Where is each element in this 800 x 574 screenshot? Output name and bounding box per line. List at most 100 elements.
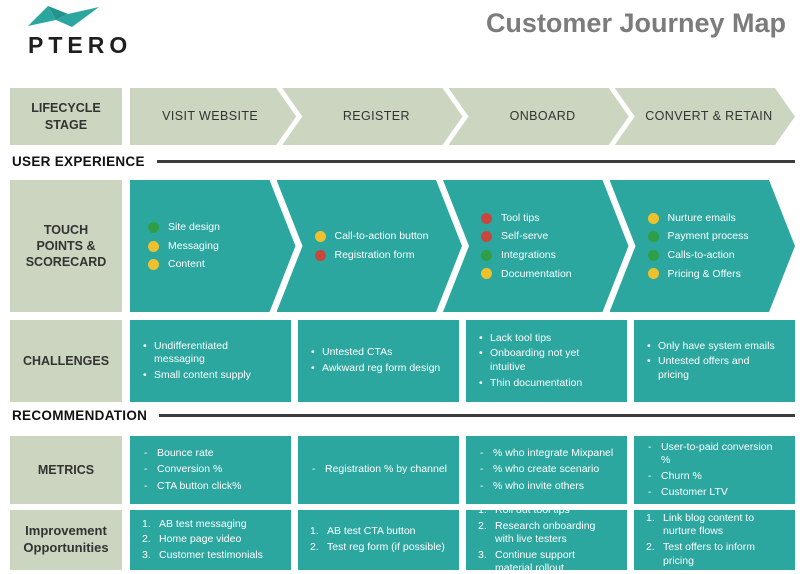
- stage-convert-retain: CONVERT & RETAIN: [615, 88, 795, 145]
- metric-item: CTA button click%: [142, 480, 279, 493]
- challenge-item: Small content supply: [142, 369, 279, 383]
- improvement-item: Roll out tool tips: [478, 504, 615, 518]
- section-user-experience-label: USER EXPERIENCE: [12, 153, 145, 169]
- touchpoint-label: Messaging: [168, 239, 219, 252]
- touchpoints-visit-website: Site design Messaging Content: [130, 180, 296, 312]
- metrics-label: METRICS: [10, 436, 122, 504]
- status-dot: [648, 231, 659, 242]
- status-dot: [148, 241, 159, 252]
- challenge-item: Thin documentation: [478, 377, 615, 391]
- improvement-item: Test reg form (if possible): [310, 541, 447, 555]
- metrics-register: Registration % by channel: [298, 436, 459, 504]
- improvement-item: Research onboarding with live testers: [478, 520, 615, 547]
- touchpoint-label: Payment process: [667, 230, 749, 243]
- challenge-item: Awkward reg form design: [310, 362, 447, 376]
- lifecycle-label: LIFECYCLE STAGE: [10, 88, 122, 145]
- stage-visit-website: VISIT WEBSITE: [130, 88, 296, 145]
- improvement-item: Home page video: [142, 533, 279, 547]
- improvement-text: Research onboarding with live testers: [495, 519, 596, 546]
- stage-register: REGISTER: [282, 88, 462, 145]
- status-dot: [148, 222, 159, 233]
- logo: PTERO: [28, 4, 132, 59]
- improvement-item: Test offers to inform pricing: [646, 541, 783, 568]
- metrics-visit-website: Bounce rate Conversion % CTA button clic…: [130, 436, 291, 504]
- challenges-visit-website: Undifferentiated messaging Small content…: [130, 320, 291, 402]
- improvement-text: Home page video: [159, 533, 242, 546]
- touchpoint-item: Content: [148, 258, 276, 271]
- lifecycle-row: LIFECYCLE STAGE VISIT WEBSITE REGISTER O…: [10, 88, 795, 145]
- lifecycle-stages: VISIT WEBSITE REGISTER ONBOARD CONVERT &…: [130, 88, 795, 145]
- touchpoint-item: Calls-to-action: [648, 249, 776, 262]
- logo-text: PTERO: [28, 32, 133, 58]
- challenges-register: Untested CTAs Awkward reg form design: [298, 320, 459, 402]
- improvement-text: Roll out tool tips: [495, 503, 570, 516]
- improvements-columns: AB test messaging Home page video Custom…: [130, 504, 795, 574]
- improvement-text: Test reg form (if possible): [327, 541, 445, 553]
- metric-item: User-to-paid conversion %: [646, 441, 783, 467]
- touchpoint-item: Pricing & Offers: [648, 268, 776, 281]
- touchpoint-item: Payment process: [648, 230, 776, 243]
- challenges-row: CHALLENGES Undifferentiated messaging Sm…: [10, 320, 795, 402]
- touchpoint-label: Calls-to-action: [667, 249, 735, 261]
- challenges-onboard: Lack tool tips Onboarding not yet intuit…: [466, 320, 627, 402]
- metrics-convert-retain: User-to-paid conversion % Churn % Custom…: [634, 436, 795, 504]
- status-dot: [481, 231, 492, 242]
- challenge-item: Lack tool tips: [478, 332, 615, 346]
- improvements-row: Improvement Opportunities AB test messag…: [10, 504, 795, 574]
- improvement-text: AB test CTA button: [327, 525, 416, 538]
- metric-item: Registration % by channel: [310, 463, 447, 476]
- improvement-text: Link blog content to nurture flows: [663, 511, 755, 538]
- metrics-onboard: % who integrate Mixpanel % who create sc…: [466, 436, 627, 504]
- touchpoints-row: TOUCH POINTS & SCORECARD Site design Mes…: [10, 180, 795, 312]
- metric-item: Conversion %: [142, 463, 279, 476]
- challenges-columns: Undifferentiated messaging Small content…: [130, 320, 795, 402]
- section-divider-line: [156, 159, 795, 163]
- improvement-text: Test offers to inform pricing: [663, 541, 756, 567]
- section-recommendation-label: RECOMMENDATION: [12, 407, 148, 423]
- challenge-item: Untested CTAs: [310, 346, 447, 360]
- status-dot: [148, 259, 159, 270]
- touchpoint-item: Integrations: [481, 249, 609, 262]
- touchpoint-item: Nurture emails: [648, 212, 776, 225]
- challenge-item: Undifferentiated messaging: [142, 340, 279, 367]
- touchpoint-item: Messaging: [148, 240, 276, 253]
- improvement-text: Continue support material rollout: [495, 548, 575, 574]
- improvements-visit-website: AB test messaging Home page video Custom…: [130, 510, 291, 570]
- status-dot: [315, 250, 326, 261]
- touchpoint-item: Self-serve: [481, 230, 609, 243]
- section-divider-line: [159, 413, 795, 417]
- touchpoint-item: Call-to-action button: [315, 230, 443, 243]
- ptero-bird-icon: [28, 6, 99, 27]
- metrics-row: METRICS Bounce rate Conversion % CTA but…: [10, 436, 795, 504]
- touchpoints-label: TOUCH POINTS & SCORECARD: [10, 180, 122, 312]
- challenges-label: CHALLENGES: [10, 320, 122, 402]
- touchpoint-label: Call-to-action button: [334, 230, 429, 243]
- improvements-onboard: Roll out tool tips Research onboarding w…: [466, 504, 627, 574]
- touchpoint-label: Documentation: [501, 267, 572, 280]
- metric-item: % who invite others: [478, 480, 615, 493]
- improvement-item: Continue support material rollout: [478, 549, 615, 574]
- touchpoint-label: Tool tips: [501, 211, 540, 224]
- improvements-register: AB test CTA button Test reg form (if pos…: [298, 510, 459, 570]
- metric-item: Customer LTV: [646, 486, 783, 499]
- status-dot: [648, 250, 659, 261]
- improvement-text: Customer testimonials: [159, 548, 263, 561]
- touchpoints-onboard: Tool tips Self-serve Integrations Docume…: [443, 180, 629, 312]
- section-user-experience: USER EXPERIENCE: [12, 152, 795, 170]
- status-dot: [648, 268, 659, 279]
- status-dot: [315, 231, 326, 242]
- touchpoint-label: Pricing & Offers: [667, 267, 741, 280]
- stage-onboard: ONBOARD: [449, 88, 629, 145]
- improvement-item: AB test CTA button: [310, 525, 447, 539]
- metric-item: Churn %: [646, 470, 783, 483]
- touchpoint-item: Tool tips: [481, 212, 609, 225]
- improvement-item: Link blog content to nurture flows: [646, 512, 783, 539]
- page-title: Customer Journey Map: [485, 8, 786, 38]
- status-dot: [481, 213, 492, 224]
- challenge-item: Untested offers and pricing: [646, 355, 783, 382]
- improvement-item: Customer testimonials: [142, 549, 279, 563]
- improvement-item: AB test messaging: [142, 518, 279, 532]
- touchpoint-item: Site design: [148, 221, 276, 234]
- challenge-item: Onboarding not yet intuitive: [478, 347, 615, 374]
